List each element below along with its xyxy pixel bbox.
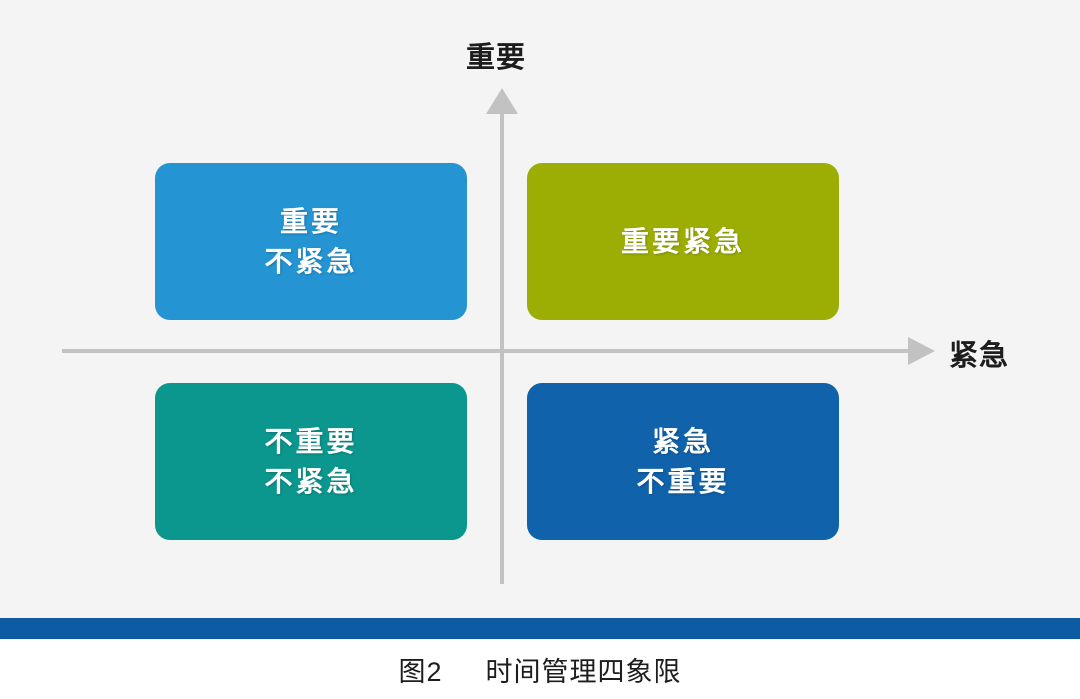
divider-bar <box>0 618 1080 639</box>
figure-canvas: 重要 紧急 重要 不紧急 重要紧急 不重要 不紧急 紧急 不重要 <box>0 0 1080 618</box>
quadrant-label-line: 不重要 <box>264 425 358 457</box>
quadrant-label-line: 重要紧急 <box>620 225 745 257</box>
horizontal-axis-label: 紧急 <box>949 340 1010 372</box>
vertical-axis-arrow-icon <box>486 88 518 114</box>
figure-caption: 图2 时间管理四象限 <box>0 650 1080 689</box>
quadrant-label-group: 不重要 不紧急 <box>264 422 357 502</box>
quadrant-label-group: 重要紧急 <box>621 222 745 262</box>
quadrant-label-group: 重要 不紧急 <box>264 202 357 282</box>
quadrant-label-line: 不重要 <box>636 465 730 497</box>
quadrant-urgent-not-important[interactable]: 紧急 不重要 <box>527 383 848 540</box>
vertical-axis-label: 重要 <box>466 42 527 74</box>
vertical-axis-line <box>500 104 504 584</box>
horizontal-axis-line <box>62 349 917 353</box>
quadrant-not-important-not-urgent[interactable]: 不重要 不紧急 <box>155 383 476 540</box>
quadrant-label-group: 紧急 不重要 <box>636 422 729 502</box>
figure-caption-number: 图2 <box>398 657 443 687</box>
quadrant-label-line: 不紧急 <box>264 245 358 277</box>
horizontal-axis-arrow-icon <box>908 337 935 365</box>
quadrant-important-not-urgent[interactable]: 重要 不紧急 <box>155 163 476 320</box>
quadrant-label-line: 重要 <box>279 205 342 237</box>
quadrant-label-line: 紧急 <box>651 425 714 457</box>
quadrant-important-urgent[interactable]: 重要紧急 <box>527 163 848 320</box>
figure-caption-title: 时间管理四象限 <box>485 657 682 687</box>
quadrant-label-line: 不紧急 <box>264 465 358 497</box>
